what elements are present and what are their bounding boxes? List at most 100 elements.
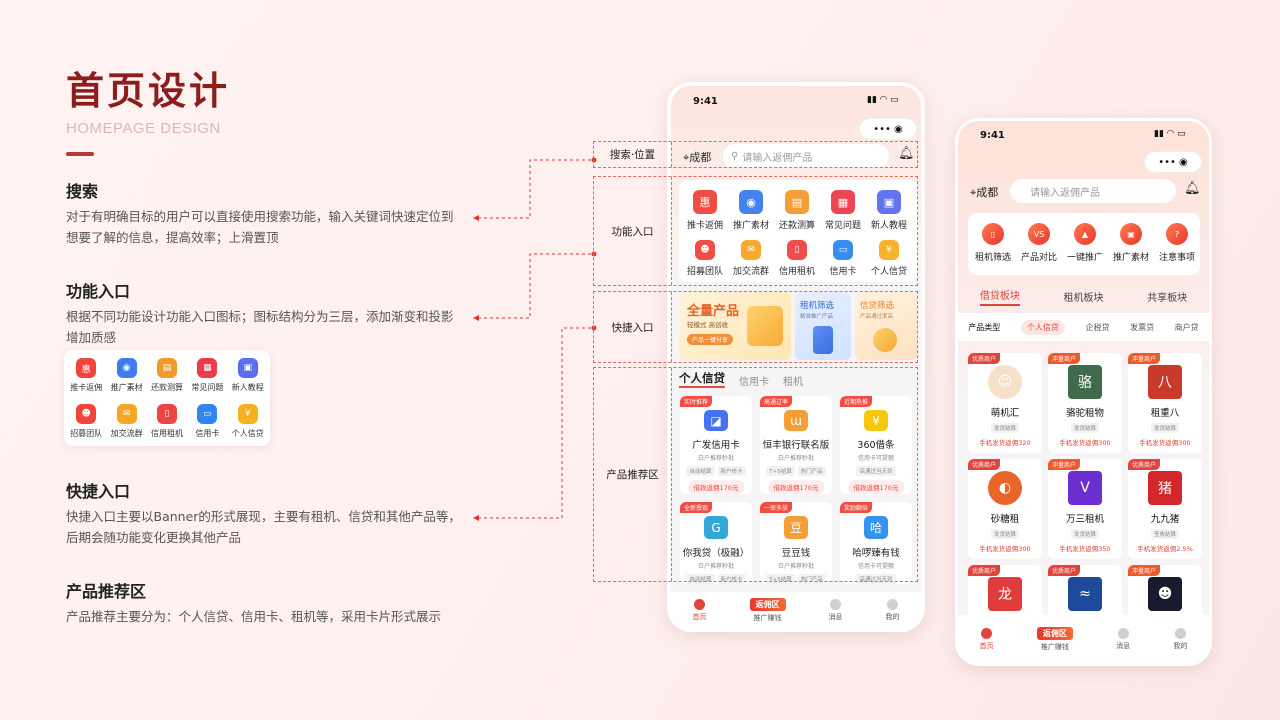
tab-promote[interactable]: 返佣区推广赚钱 bbox=[749, 597, 786, 623]
promo-badge: 返佣区 bbox=[1036, 626, 1073, 640]
function-icon: ✉ bbox=[116, 404, 137, 424]
banner-rent-filter[interactable]: 租机筛选 精准推广产品 bbox=[795, 292, 851, 360]
mini-program-capsule[interactable]: ••• ◉ bbox=[859, 118, 917, 140]
product-chip: 高通过当天到 bbox=[856, 466, 896, 476]
tab-loan-board[interactable]: 借贷板块 bbox=[979, 287, 1020, 306]
function-entry-item[interactable]: ▦常见问题 bbox=[820, 190, 866, 231]
filter-merchant-loan[interactable]: 商户贷 bbox=[1174, 322, 1199, 332]
commission-button[interactable]: 借款返佣170元 bbox=[767, 480, 825, 494]
mini-function-item: ▯信用租机 bbox=[147, 404, 187, 442]
tab-credit-card[interactable]: 信用卡 bbox=[739, 377, 769, 388]
tab-message[interactable]: 消息 bbox=[1116, 627, 1130, 651]
merchant-name: 九九猪 bbox=[1150, 514, 1180, 525]
rent-function-item[interactable]: ▯租机筛选 bbox=[970, 223, 1016, 263]
product-chips: 自动结算新户核卡 bbox=[686, 574, 746, 584]
filter-personal-loan[interactable]: 个人信贷 bbox=[1020, 319, 1065, 335]
page-subtitle: HOMEPAGE DESIGN bbox=[66, 120, 221, 137]
tab-personal-loan[interactable]: 个人信贷 bbox=[679, 370, 725, 388]
section-line: 想要了解的信息，提高效率；上滑置顶 bbox=[66, 230, 279, 245]
function-label: 租机筛选 bbox=[974, 253, 1011, 263]
merchant-card[interactable]: 优质商户猪九九猪签收结算手机发货返佣2.5% bbox=[1128, 459, 1202, 559]
mini-function-label: 常见问题 bbox=[191, 383, 224, 392]
merchant-card[interactable]: 冲量商户八租重八发货结算手机发货返佣300 bbox=[1128, 353, 1202, 453]
function-entry-item[interactable]: ◉推广素材 bbox=[728, 190, 774, 231]
merchant-card[interactable]: 优质商户☺萌机汇发货结算手机发货返佣320 bbox=[968, 353, 1042, 453]
product-card[interactable]: 实时推荐◪广发信用卡白户推荐秒批自动结算新户核卡借款返佣170元 bbox=[680, 396, 752, 494]
product-name: 豆豆钱 bbox=[781, 548, 811, 559]
rent-function-item[interactable]: ▣推广素材 bbox=[1108, 223, 1154, 263]
banner-all-products[interactable]: 全量产品 轻模式 高创收 产品一键分享 bbox=[679, 292, 791, 360]
location-selector[interactable]: ⌖成都 bbox=[970, 184, 998, 200]
function-entry-item[interactable]: 惠推卡返佣 bbox=[682, 190, 728, 231]
tab-home[interactable]: 首页 bbox=[693, 598, 707, 622]
merchant-card[interactable]: 优质商户◐砂糖租发货结算手机发货返佣300 bbox=[968, 459, 1042, 559]
product-chip: 新户核卡 bbox=[717, 574, 746, 584]
section-text-products: 产品推荐主要分为：个人信贷、信用卡、租机等，采用卡片形式展示 bbox=[66, 606, 441, 627]
tab-mine[interactable]: 我的 bbox=[886, 598, 900, 622]
bell-icon[interactable]: 🔔︎ bbox=[898, 146, 915, 161]
merchant-chip: 发货结算 bbox=[990, 529, 1019, 539]
function-entry-item[interactable]: ✉加交流群 bbox=[728, 240, 774, 277]
product-card[interactable]: 奖励翻倍哈哈啰臻有钱信用卡可提额高通过当天到 bbox=[840, 502, 912, 584]
product-card[interactable]: 近期热推¥360借条信用卡可提额高通过当天到借款返佣170元 bbox=[840, 396, 912, 494]
product-chip: 自动结算 bbox=[686, 466, 715, 476]
product-logo-icon: ◪ bbox=[704, 410, 728, 431]
rent-function-item[interactable]: ▲一键推广 bbox=[1062, 223, 1108, 263]
function-entry-item[interactable]: ▯信用租机 bbox=[774, 240, 820, 277]
rent-function-item[interactable]: ?注意事项 bbox=[1154, 223, 1200, 263]
mini-function-item: ☻招募团队 bbox=[66, 404, 106, 442]
merchant-tag: 冲量商户 bbox=[1128, 565, 1161, 576]
tab-label: 我的 bbox=[1173, 641, 1188, 650]
section-text-function: 根据不同功能设计功能入口图标；图标结构分为三层，添加渐变和投影 增加质感 bbox=[66, 306, 454, 348]
search-input[interactable]: 请输入返佣产品 bbox=[1010, 179, 1176, 203]
tab-mine[interactable]: 我的 bbox=[1173, 627, 1188, 651]
tab-rent-board[interactable]: 租机板块 bbox=[1063, 292, 1104, 304]
function-label: 产品对比 bbox=[1020, 253, 1057, 263]
tab-message[interactable]: 消息 bbox=[829, 598, 843, 622]
filter-invoice-loan[interactable]: 发票贷 bbox=[1130, 322, 1155, 332]
tab-rent-phone[interactable]: 租机 bbox=[783, 377, 803, 388]
commission-button[interactable]: 借款返佣170元 bbox=[687, 480, 745, 494]
function-entry-item[interactable]: ▤还款测算 bbox=[774, 190, 820, 231]
mini-function-item: ▦ 常见问题 bbox=[187, 358, 227, 396]
filter-tax-loan[interactable]: 企税贷 bbox=[1085, 322, 1110, 332]
mini-program-capsule[interactable]: ••• ◉ bbox=[1144, 151, 1202, 173]
phone-illustration bbox=[813, 326, 833, 354]
tab-home[interactable]: 首页 bbox=[979, 627, 994, 651]
tab-promote[interactable]: 返佣区推广赚钱 bbox=[1036, 626, 1073, 652]
location-selector[interactable]: ⌖成都 bbox=[683, 149, 711, 165]
banner-credit-filter[interactable]: 信贷筛选 产品通过率高 bbox=[855, 292, 917, 360]
function-icon: ? bbox=[1166, 223, 1188, 245]
function-icon: ¥ bbox=[879, 240, 899, 260]
function-icon: ▦ bbox=[197, 358, 218, 378]
section-heading-quick: 快捷入口 bbox=[66, 482, 131, 501]
function-entry-item[interactable]: ▣新人教程 bbox=[866, 190, 912, 231]
promo-badge: 返佣区 bbox=[749, 597, 786, 611]
function-label: 加交流群 bbox=[732, 267, 769, 277]
function-entry-item[interactable]: ☻招募团队 bbox=[682, 240, 728, 277]
search-input[interactable]: ⚲请输入返佣产品 bbox=[723, 144, 889, 168]
product-name: 恒丰银行联名版 bbox=[762, 440, 830, 451]
function-entry-item[interactable]: ¥ 个人信贷 bbox=[866, 240, 912, 277]
tab-label: 首页 bbox=[979, 641, 994, 650]
bell-icon[interactable]: 🔔︎ bbox=[1184, 181, 1201, 196]
commission-button[interactable]: 借款返佣170元 bbox=[847, 480, 905, 494]
function-icon: ▦ bbox=[831, 190, 855, 214]
merchant-card[interactable]: 冲量商户骆骆驼租物发货结算手机发货返佣300 bbox=[1048, 353, 1122, 453]
section-line: 根据不同功能设计功能入口图标；图标结构分为三层，添加渐变和投影 bbox=[66, 309, 454, 324]
tab-icon bbox=[1117, 627, 1129, 639]
mini-function-item: ▭信用卡 bbox=[187, 404, 227, 442]
function-entry-item[interactable]: ▭信用卡 bbox=[820, 240, 866, 277]
tab-share-board[interactable]: 共享板块 bbox=[1147, 292, 1188, 304]
function-label: 个人信贷 bbox=[870, 267, 907, 277]
merchant-tag: 优质商户 bbox=[968, 459, 1001, 470]
title-underline bbox=[66, 152, 94, 156]
callout-label-products: 产品推荐区 bbox=[594, 368, 672, 581]
merchant-name: 砂糖租 bbox=[990, 514, 1020, 525]
